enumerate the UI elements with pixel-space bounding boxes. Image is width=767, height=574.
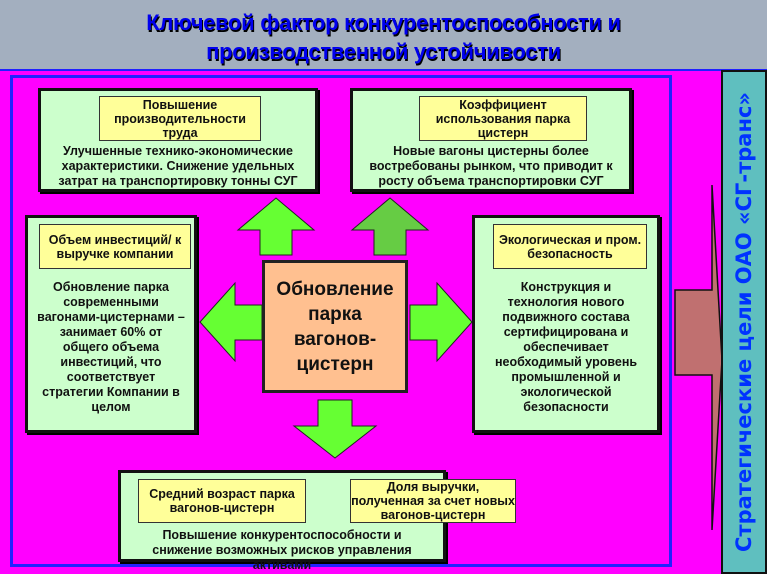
text-competitiveness: Повышение конкурентоспособности и снижен… <box>152 528 412 572</box>
arrow-down <box>292 399 378 459</box>
text-labor-productivity: Улучшенные технико-экономические характе… <box>58 144 298 188</box>
text-investments: Обновление парка современными вагонами-ц… <box>37 280 185 414</box>
label-labor-productivity: Повышение производительности труда <box>99 96 261 141</box>
title-line-2: производственной устойчивости <box>206 39 561 64</box>
box-safety: Экологическая и пром. безопасность Конст… <box>472 215 660 433</box>
arrow-up-right <box>350 197 430 256</box>
big-right-arrow <box>674 184 723 531</box>
diagram-frame <box>10 75 672 567</box>
strategic-goals-text: Стратегические цели ОАО «СГ-транс» <box>732 92 756 552</box>
box-labor-productivity: Повышение производительности труда Улучш… <box>38 88 318 192</box>
strategic-goals-band: Стратегические цели ОАО «СГ-транс» <box>721 70 767 574</box>
text-utilization: Новые вагоны цистерны более востребованы… <box>369 144 613 188</box>
label-safety: Экологическая и пром. безопасность <box>493 224 647 269</box>
box-investments: Объем инвестиций/ к выручке компании Обн… <box>25 215 197 433</box>
arrow-up-left <box>236 197 316 256</box>
text-safety: Конструкция и технология нового подвижно… <box>494 280 638 414</box>
label-utilization: Коэффициент использования парка цистерн <box>419 96 587 141</box>
arrow-left <box>199 281 263 363</box>
center-fleet-renewal: Обновление парка вагонов-цистерн <box>262 260 408 393</box>
label-average-age: Средний возраст парка вагонов-цистерн <box>138 479 306 523</box>
title-line-1: Ключевой фактор конкурентоспособности и <box>146 10 621 35</box>
arrow-right <box>409 281 473 363</box>
label-revenue-share: Доля выручки, полученная за счет новых в… <box>350 479 516 523</box>
label-investments: Объем инвестиций/ к выручке компании <box>39 224 191 269</box>
box-utilization: Коэффициент использования парка цистерн … <box>350 88 632 192</box>
box-competitiveness: Средний возраст парка вагонов-цистерн До… <box>118 470 516 572</box>
slide-title: Ключевой фактор конкурентоспособности и … <box>0 0 767 71</box>
